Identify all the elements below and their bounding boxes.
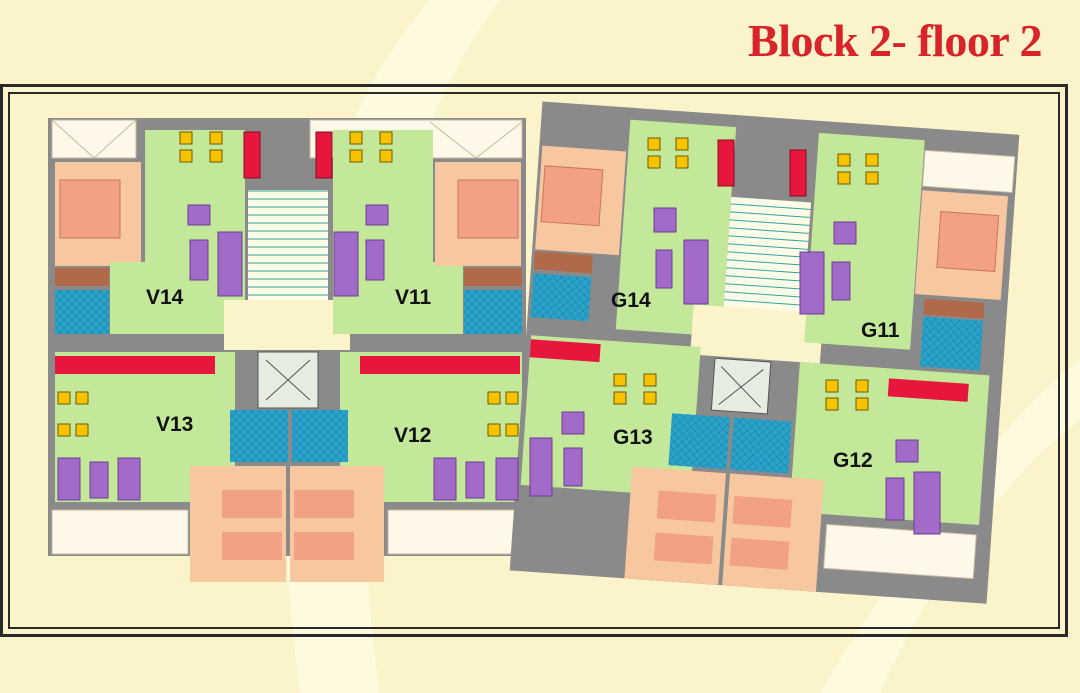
unit-label-g14: G14 — [611, 289, 651, 312]
living-g11 — [804, 132, 925, 350]
kitchen-counter — [55, 356, 215, 374]
page-title: Block 2- floor 2 — [748, 15, 1042, 66]
elevator — [710, 357, 772, 415]
unit-label-v13: V13 — [156, 413, 194, 436]
bedroom-g13 — [624, 466, 726, 585]
right-building — [509, 101, 1020, 604]
bathroom-g13 — [668, 413, 730, 470]
unit-label-v14: V14 — [146, 286, 184, 309]
staircase — [723, 196, 812, 315]
corridor — [690, 304, 824, 364]
bathroom-g12 — [730, 417, 792, 474]
staircase — [248, 190, 328, 302]
bathroom-v13 — [230, 410, 288, 462]
bedroom-v12 — [290, 466, 384, 582]
unit-label-g11: G11 — [861, 319, 900, 342]
bathroom-g11 — [919, 316, 984, 371]
dining-chairs — [57, 131, 879, 437]
furniture — [57, 204, 941, 535]
plan-frame-outer — [0, 84, 1068, 637]
bed — [59, 179, 121, 239]
bedroom-v13 — [190, 466, 286, 582]
corridor — [224, 300, 350, 350]
bathroom-v11 — [464, 290, 522, 334]
left-building — [48, 118, 526, 582]
unit-label-v11: V11 — [395, 286, 432, 309]
bathroom-v12 — [292, 410, 348, 462]
bathroom-v14 — [55, 290, 109, 334]
unit-label-g12: G12 — [833, 449, 873, 472]
bedroom-g12 — [722, 473, 824, 592]
balcony — [51, 119, 137, 159]
kitchen-counter — [360, 356, 520, 374]
unit-label-v12: V12 — [394, 424, 432, 447]
plan-frame-inner — [8, 92, 1060, 629]
kitchen-sinks — [243, 131, 807, 197]
bathroom-g14 — [530, 273, 592, 322]
unit-label-g13: G13 — [613, 426, 653, 449]
